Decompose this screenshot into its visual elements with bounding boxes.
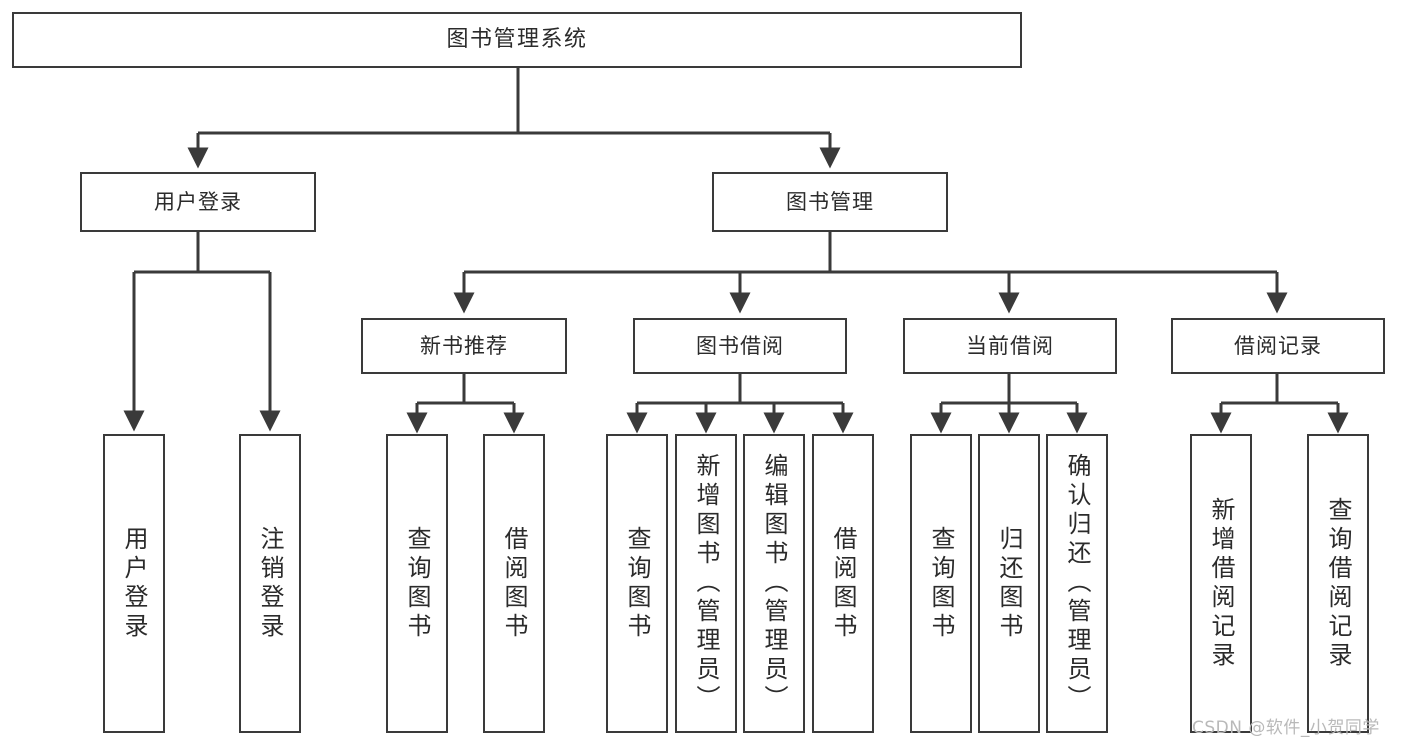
node-current-borrow[interactable]: 当前借阅 <box>903 318 1117 374</box>
node-leaf-confirm-return-label: 确认归还（管理员） <box>1063 453 1091 714</box>
node-leaf-user-login-label: 用户登录 <box>120 525 148 642</box>
node-new-book-rec[interactable]: 新书推荐 <box>361 318 567 374</box>
node-leaf-edit-book-label: 编辑图书（管理员） <box>760 453 788 714</box>
node-leaf-query-book-1-label: 查询图书 <box>403 525 431 642</box>
node-leaf-return-book[interactable]: 归还图书 <box>978 434 1040 733</box>
node-leaf-logout-label: 注销登录 <box>256 525 284 642</box>
node-leaf-borrow-book-2-label: 借阅图书 <box>829 525 857 642</box>
node-leaf-edit-book[interactable]: 编辑图书（管理员） <box>743 434 805 733</box>
node-leaf-logout[interactable]: 注销登录 <box>239 434 301 733</box>
node-leaf-query-record-label: 查询借阅记录 <box>1324 496 1352 671</box>
node-leaf-return-book-label: 归还图书 <box>995 525 1023 642</box>
node-leaf-confirm-return[interactable]: 确认归还（管理员） <box>1046 434 1108 733</box>
node-borrow-record-label: 借阅记录 <box>1234 333 1322 358</box>
node-new-book-rec-label: 新书推荐 <box>420 333 508 358</box>
node-leaf-add-book[interactable]: 新增图书（管理员） <box>675 434 737 733</box>
node-leaf-query-book-3-label: 查询图书 <box>927 525 955 642</box>
node-leaf-query-book-3[interactable]: 查询图书 <box>910 434 972 733</box>
node-leaf-add-book-label: 新增图书（管理员） <box>692 453 720 714</box>
watermark-text: CSDN @软件_小贺同学 <box>1192 718 1380 738</box>
node-leaf-borrow-book-2[interactable]: 借阅图书 <box>812 434 874 733</box>
node-leaf-query-record[interactable]: 查询借阅记录 <box>1307 434 1369 733</box>
node-user-login[interactable]: 用户登录 <box>80 172 316 232</box>
node-user-login-label: 用户登录 <box>154 189 242 214</box>
node-leaf-query-book-2-label: 查询图书 <box>623 525 651 642</box>
node-leaf-user-login[interactable]: 用户登录 <box>103 434 165 733</box>
node-leaf-query-book-1[interactable]: 查询图书 <box>386 434 448 733</box>
node-leaf-borrow-book-1-label: 借阅图书 <box>500 525 528 642</box>
node-current-borrow-label: 当前借阅 <box>966 333 1054 358</box>
node-book-manage[interactable]: 图书管理 <box>712 172 948 232</box>
node-book-borrow-label: 图书借阅 <box>696 333 784 358</box>
node-book-manage-label: 图书管理 <box>786 189 874 214</box>
node-root[interactable]: 图书管理系统 <box>12 12 1022 68</box>
node-leaf-add-record-label: 新增借阅记录 <box>1207 496 1235 671</box>
node-root-label: 图书管理系统 <box>446 27 588 53</box>
node-borrow-record[interactable]: 借阅记录 <box>1171 318 1385 374</box>
node-book-borrow[interactable]: 图书借阅 <box>633 318 847 374</box>
node-leaf-query-book-2[interactable]: 查询图书 <box>606 434 668 733</box>
node-leaf-add-record[interactable]: 新增借阅记录 <box>1190 434 1252 733</box>
node-leaf-borrow-book-1[interactable]: 借阅图书 <box>483 434 545 733</box>
